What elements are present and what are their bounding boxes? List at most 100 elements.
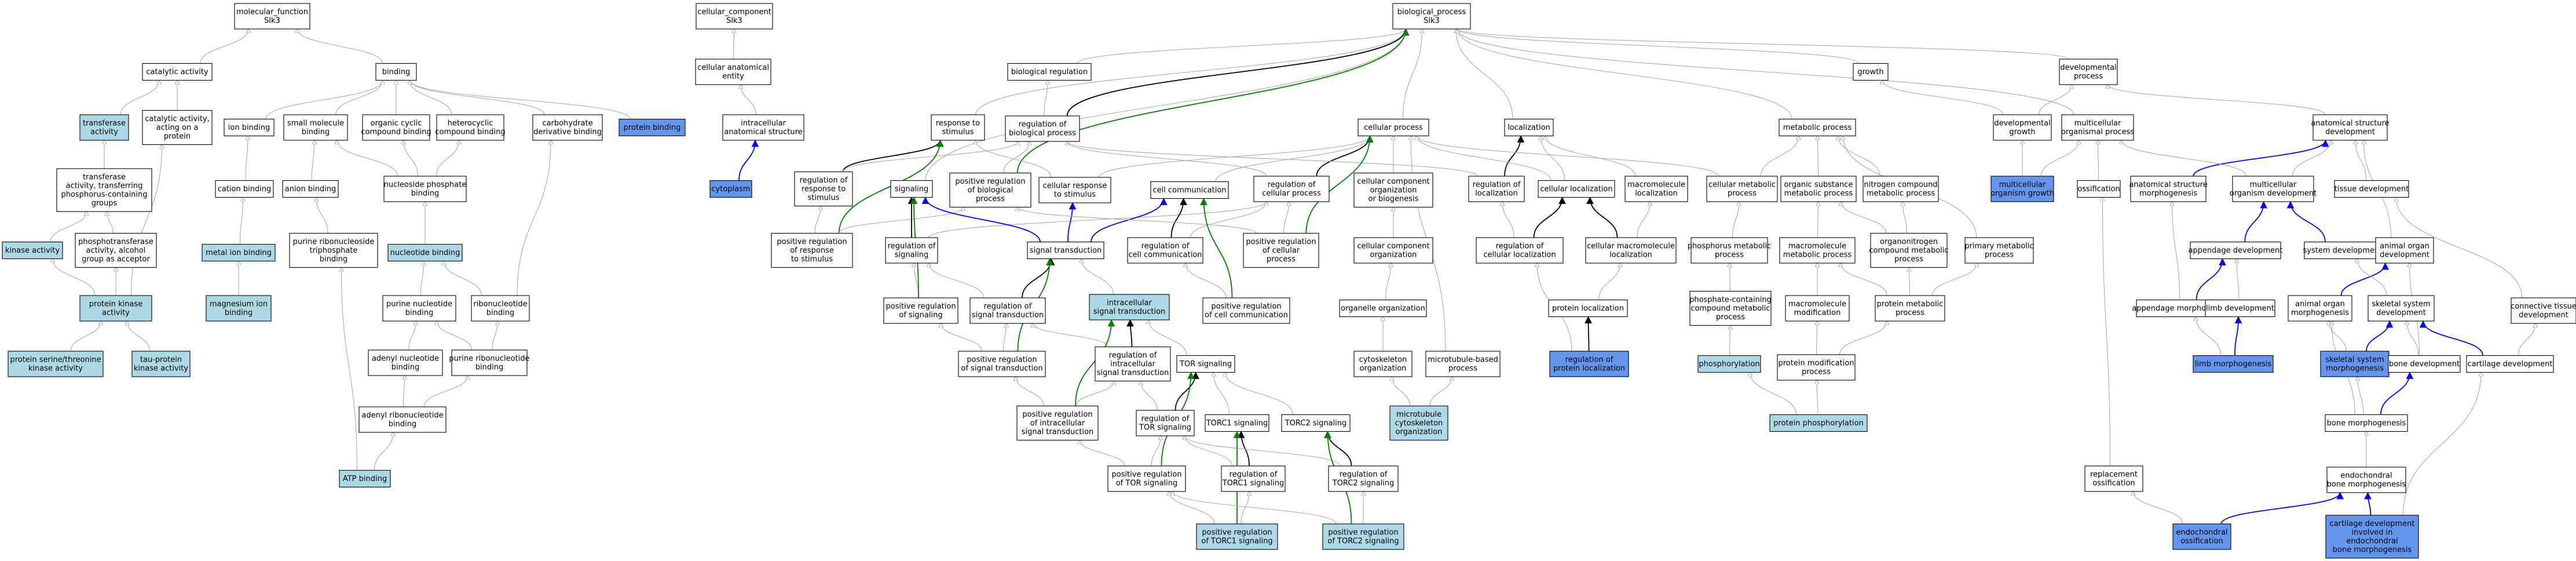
node-label: biological regulation [1011,68,1088,76]
node-tor-signaling: TOR signaling [1176,355,1235,373]
node-box [1027,241,1104,260]
edge-is-a [1909,268,1910,296]
node-label: morphogenesis [2326,365,2384,373]
edge-is-a [404,140,419,177]
node-label: stimulus [807,194,839,202]
node-label: localization [1507,123,1550,132]
node-binding: binding [375,63,417,81]
node-label: regulation of [800,176,848,185]
node-box [2061,114,2134,141]
node-box [224,118,275,137]
node-label: primary metabolic [1964,242,2033,251]
edge-part-of [1237,431,1250,467]
node-label: cellular metabolic [1708,181,1776,190]
node-label: magnesium ion [210,300,268,309]
node-label: organonitrogen [1880,238,1938,246]
edge-regulates [2196,258,2226,300]
edge-positive [1200,198,1233,298]
node-label: of intracellular [1030,419,1085,428]
node-box [142,63,213,81]
node-label: TOR signaling [1179,360,1232,369]
node-label: animal organ [2295,300,2345,309]
node-label: of cell communication [1205,311,1288,320]
node-box [1136,410,1195,436]
node-label: development [2376,309,2426,318]
edge-is-a [311,140,314,181]
node-label: Slk3 [1424,17,1440,26]
edge-is-a [444,261,482,296]
edge-is-a [120,81,159,115]
node-label: developmental [1994,119,2050,128]
node-label: of signaling [899,311,942,320]
node-label: ion binding [228,123,270,132]
node-label: Slk3 [726,17,742,26]
node-box [2388,355,2461,373]
node-label: cellular process [1262,190,1321,198]
node-box [1202,297,1290,324]
edge-is-a [1002,323,1007,352]
edge-regulates [2419,320,2483,356]
node-box [1150,181,1229,199]
node-label: triphosphate [310,246,358,255]
node-label: cytoskeleton [1395,419,1443,428]
node-label: signaling [895,251,929,260]
node-box [1107,465,1186,492]
node-box [949,172,1031,208]
edge-is-a [1392,377,1411,406]
node-box [1353,237,1433,264]
node-box [2193,355,2274,373]
edge-is-a [409,81,545,115]
node-protein-localization: protein localization [1548,299,1628,318]
node-label: metabolic process [1783,123,1852,132]
node-box [1196,523,1278,550]
node-label: macromolecule [1627,181,1685,190]
node-label: appendage development [2188,246,2282,255]
node-box [1328,465,1399,492]
node-box [1095,346,1171,382]
node-box [1221,465,1286,492]
edge-is-a [127,321,151,352]
node-label: positive regulation [1022,410,1092,419]
node-label: phosphate-containing [1689,296,1772,304]
node-label: bone morphogenesis [2333,546,2412,555]
node-label: connective tissue [2511,303,2576,311]
node-box [1785,295,1850,322]
node-label: compound binding [435,128,505,137]
node-label: of TORC1 signaling [1201,537,1272,546]
node-box [1339,299,1427,318]
node-label: signaling [895,185,929,194]
node-box [1468,176,1525,202]
node-label: phosphorus metabolic [1688,242,1771,251]
node-box [1253,176,1330,202]
node-box [771,232,853,268]
edge-is-a [517,140,551,296]
edge-is-a [1458,29,1860,64]
edge-part-of [1316,135,1374,177]
node-label: acting on a [156,123,199,132]
edge-is-a [1044,81,1048,116]
edge-is-a [2358,377,2364,415]
node-label: groups [92,199,118,208]
node-label: organism growth [1990,190,2054,198]
node-label: cytoskeleton [1359,356,1407,365]
node-label: kinase activity [5,246,60,255]
edge-is-a [437,321,473,351]
node-label: protein [164,132,191,141]
node-box [1016,405,1099,441]
node-label: growth [2009,128,2035,137]
node-label: signal transduction [1097,369,1169,377]
node-label: compound binding [361,128,431,137]
